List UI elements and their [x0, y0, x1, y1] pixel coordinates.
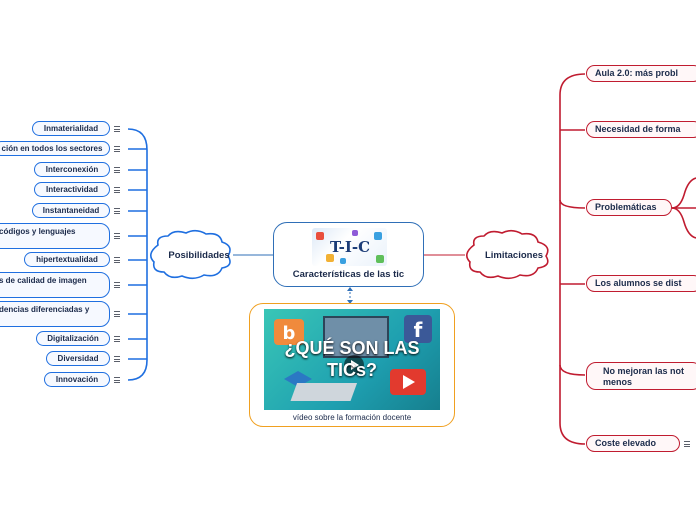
central-topic-title: Características de las tic — [292, 269, 405, 280]
notes-icon[interactable] — [114, 257, 120, 263]
node-problematicas[interactable]: Problemáticas — [586, 199, 672, 216]
video-headline-line2: TICs? — [326, 360, 377, 380]
limitaciones-cloud — [466, 229, 549, 280]
central-topic[interactable]: T-I-C Características de las tic — [273, 222, 424, 287]
notes-icon[interactable] — [114, 233, 120, 239]
posibilidades-cloud — [150, 229, 231, 280]
node-tendencias[interactable]: dencias diferenciadas y — [0, 301, 110, 327]
node-necesidad-formacion[interactable]: Necesidad de forma — [586, 121, 696, 138]
notes-icon[interactable] — [114, 356, 120, 362]
thumbnail-art: b f — [274, 315, 432, 401]
node-aula-20[interactable]: Aula 2.0: más probl — [586, 65, 696, 82]
node-codigos[interactable]: códigos y lenguajes — [0, 223, 110, 249]
notes-icon[interactable] — [114, 146, 120, 152]
notes-icon[interactable] — [114, 336, 120, 342]
node-interactividad[interactable]: Interactividad — [34, 182, 110, 197]
tic-logo-text: T-I-C — [330, 238, 371, 256]
node-coste-elevado[interactable]: Coste elevado — [586, 435, 680, 452]
node-hipertextualidad[interactable]: hipertextualidad — [24, 252, 110, 267]
notes-icon[interactable] — [114, 311, 120, 317]
node-interconexion[interactable]: Interconexión — [34, 162, 110, 177]
svg-text:f: f — [414, 318, 423, 342]
node-digitalizacion[interactable]: Digitalización — [36, 331, 110, 346]
limitaciones-label[interactable]: Limitaciones — [484, 250, 544, 261]
node-penetracion[interactable]: ción en todos los sectores — [0, 141, 110, 156]
notes-icon[interactable] — [114, 208, 120, 214]
tic-logo-image: T-I-C — [312, 228, 387, 266]
posibilidades-label[interactable]: Posibilidades — [168, 250, 230, 261]
notes-icon[interactable] — [114, 126, 120, 132]
video-headline-line1: ¿QUÉ SON LAS — [284, 338, 420, 358]
video-node[interactable]: b f ¿QUÉ SON LAS TICs? vídeo sobre la fo… — [249, 303, 455, 427]
notes-icon[interactable] — [114, 167, 120, 173]
video-headline: ¿QUÉ SON LAS TICs? — [264, 337, 440, 381]
notes-icon[interactable] — [114, 187, 120, 193]
node-diversidad[interactable]: Diversidad — [46, 351, 110, 366]
node-calidad-imagen[interactable]: s de calidad de imagen — [0, 272, 110, 298]
svg-text:b: b — [283, 323, 296, 344]
node-instantaneidad[interactable]: Instantaneidad — [32, 203, 110, 218]
node-innovacion[interactable]: Innovación — [44, 372, 110, 387]
video-caption: vídeo sobre la formación docente — [292, 413, 412, 422]
node-inmaterialidad[interactable]: Inmaterialidad — [32, 121, 110, 136]
notes-icon[interactable] — [684, 441, 690, 447]
node-alumnos-distraen[interactable]: Los alumnos se dist — [586, 275, 696, 292]
notes-icon[interactable] — [114, 377, 120, 383]
notes-icon[interactable] — [114, 282, 120, 288]
node-no-mejoran-notas[interactable]: No mejoran las not menos — [586, 362, 696, 390]
video-thumbnail[interactable]: b f ¿QUÉ SON LAS TICs? — [264, 309, 440, 410]
